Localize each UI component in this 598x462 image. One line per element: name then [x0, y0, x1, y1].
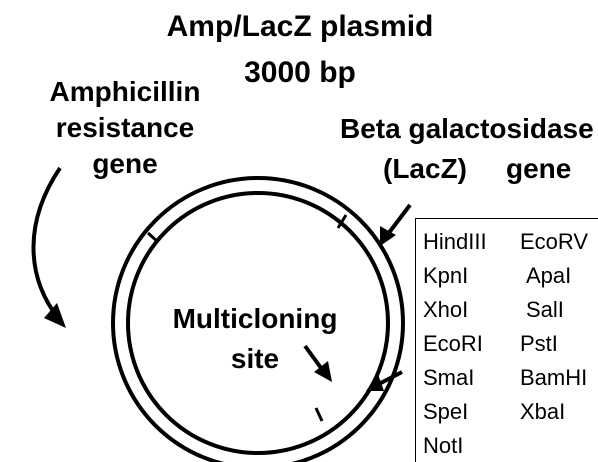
site-left-1: HindIII: [423, 229, 487, 254]
mcs-label-line-2: site: [230, 343, 280, 374]
plasmid-outer-ring: [111, 176, 405, 462]
site-left-7: NotI: [423, 433, 464, 458]
title-line-1: Amp/LacZ plasmid: [166, 10, 434, 43]
lacz-label-line-2b: gene: [506, 153, 572, 184]
mcs-arrow-head: [314, 361, 332, 382]
box-arrow-head: [366, 374, 384, 391]
plasmid-inner-ring: [126, 191, 390, 455]
restriction-site-box: HindIII KpnI XhoI EcoRI SmaI SpeI NotI E…: [415, 218, 598, 462]
amp-arrow-line: [31, 166, 62, 320]
site-left-3: XhoI: [423, 297, 469, 322]
amp-arrow-head: [44, 303, 66, 328]
site-right-1: EcoRV: [520, 229, 589, 254]
site-left-2: KpnI: [423, 263, 469, 288]
lacz-arrow-head: [380, 226, 396, 246]
amp-label-line-1: Amphicillin: [49, 76, 201, 107]
site-right-5: BamHI: [520, 365, 588, 390]
site-right-4: PstI: [520, 331, 558, 356]
ring-tick-bottom-right: [314, 407, 324, 422]
lacz-label-line-1: Beta galactosidase: [340, 113, 594, 144]
site-left-6: SpeI: [423, 399, 469, 424]
site-right-6: XbaI: [520, 399, 566, 424]
site-left-5: SmaI: [423, 365, 475, 390]
site-right-2: ApaI: [526, 263, 572, 288]
ring-tick-upper-left: [146, 231, 160, 244]
site-left-4: EcoRI: [423, 331, 483, 356]
ring-tick-upper-right: [336, 214, 348, 229]
title-line-2: 3000 bp: [244, 56, 356, 89]
amp-label-line-3: gene: [92, 148, 158, 179]
site-right-3: SalI: [526, 297, 564, 322]
mcs-label-line-1: Multicloning: [172, 303, 338, 334]
lacz-label-line-2a: (LacZ): [383, 153, 467, 184]
amp-label-line-2: resistance: [55, 112, 195, 143]
